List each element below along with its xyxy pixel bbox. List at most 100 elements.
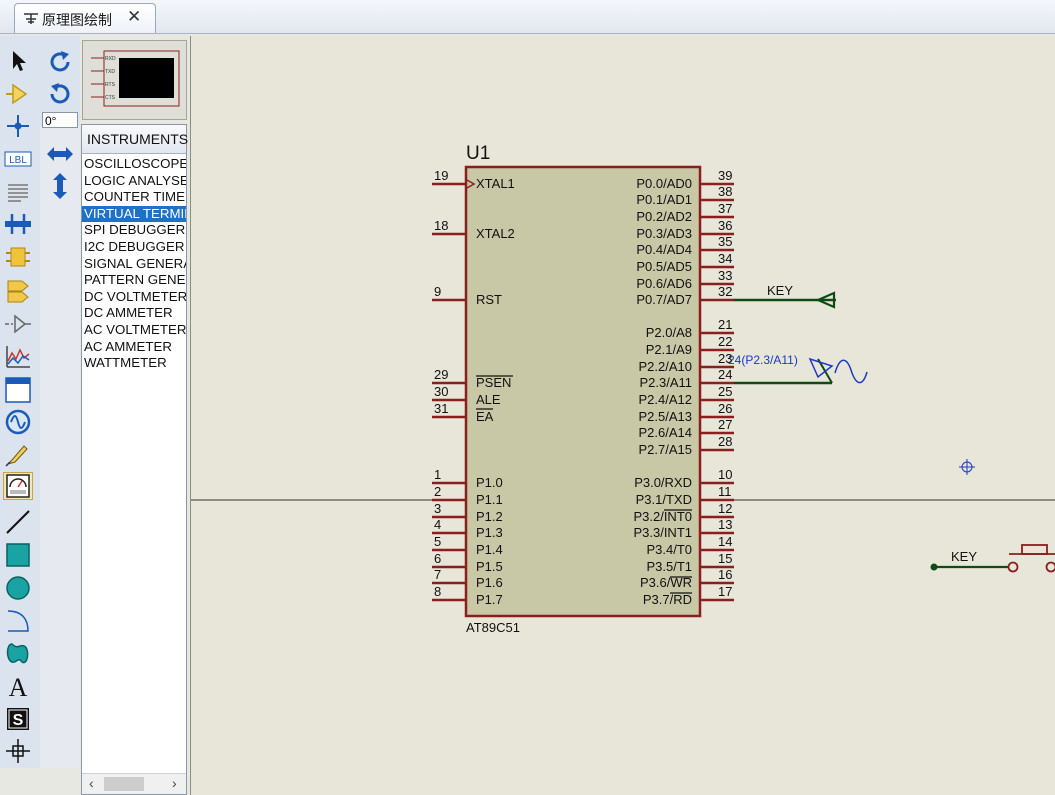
target-crosshair-icon <box>959 459 975 475</box>
text-tool-icon[interactable]: A <box>3 672 33 700</box>
instrument-ac-voltmeter[interactable]: AC VOLTMETER <box>84 321 186 337</box>
pin-number: 21 <box>718 317 732 332</box>
pin-name: P2.4/A12 <box>639 392 693 407</box>
pin-number: 30 <box>434 384 448 399</box>
rotate-clockwise-icon[interactable] <box>45 48 75 76</box>
tape-recorder-icon[interactable] <box>3 376 33 404</box>
pin-name: P3.7/RD <box>643 592 692 607</box>
key-net-label: KEY <box>767 283 793 298</box>
toolbar-filler <box>40 126 80 768</box>
instrument-i2c-debugger[interactable]: I2C DEBUGGER <box>84 238 185 254</box>
arc-tool-icon[interactable] <box>3 607 33 635</box>
device-pins-icon[interactable] <box>3 310 33 338</box>
sine-probe-icon <box>834 359 868 384</box>
preview-pin-cts: CTS <box>105 95 116 101</box>
instrument-dc-voltmeter[interactable]: DC VOLTMETER <box>84 288 186 304</box>
terminals-icon[interactable] <box>3 277 33 305</box>
subcircuit-icon[interactable] <box>3 243 33 271</box>
key-push-button[interactable] <box>930 544 1055 573</box>
component-part-name: AT89C51 <box>466 620 520 635</box>
generator-icon[interactable] <box>3 408 33 436</box>
pin-name: P2.2/A10 <box>639 359 693 374</box>
pin-name: XTAL2 <box>476 226 515 241</box>
pin-name: P1.0 <box>476 475 503 490</box>
instrument-spi-debugger[interactable]: SPI DEBUGGER <box>84 222 186 238</box>
pin-number: 7 <box>434 567 441 582</box>
instrument-ac-ammeter[interactable]: AC AMMETER <box>84 338 172 354</box>
tab-schematic-capture[interactable]: 原理图绘制 ✕ <box>14 3 156 33</box>
virtual-terminal-preview: RXD TXD RTS CTS <box>91 50 180 107</box>
pin-number: 22 <box>718 334 732 349</box>
device-preview: RXD TXD RTS CTS <box>82 40 187 120</box>
pin-number: 25 <box>718 384 732 399</box>
pin-number: 5 <box>434 534 441 549</box>
pin-number: 6 <box>434 551 441 566</box>
instrument-oscilloscope[interactable]: OSCILLOSCOPE <box>84 156 186 171</box>
text-script-icon[interactable] <box>3 178 33 206</box>
pin-number: 3 <box>434 501 441 516</box>
instruments-header: INSTRUMENTS <box>82 125 188 154</box>
symbol-tool-icon[interactable]: S <box>3 705 33 733</box>
path-tool-icon[interactable] <box>3 640 33 668</box>
rotation-angle-field[interactable]: 0° <box>42 112 78 128</box>
pin-name: P2.0/A8 <box>646 325 692 340</box>
junction-dot-icon[interactable] <box>3 112 33 140</box>
virtual-instruments-icon[interactable] <box>3 472 33 500</box>
voltage-probe-icon[interactable] <box>3 440 33 468</box>
buses-icon[interactable] <box>3 210 33 238</box>
component-icon[interactable] <box>3 80 33 108</box>
box-tool-icon[interactable] <box>3 541 33 569</box>
instrument-signal-generator[interactable]: SIGNAL GENERATOR <box>84 255 186 271</box>
instrument-dc-ammeter[interactable]: DC AMMETER <box>84 305 173 321</box>
pin-name: P0.4/AD4 <box>636 242 692 257</box>
pin-number: 36 <box>718 218 732 233</box>
pin-name: P0.0/AD0 <box>636 176 692 191</box>
selection-arrow-icon[interactable] <box>3 47 33 75</box>
scroll-left-icon[interactable]: ‹ <box>89 775 94 791</box>
pin-name: PSEN <box>476 375 511 390</box>
wire-label-icon[interactable]: LBL <box>3 145 33 173</box>
pin-name: P3.0/RXD <box>634 475 692 490</box>
pin-number: 31 <box>434 401 448 416</box>
marker-tool-icon[interactable] <box>3 737 33 765</box>
mirror-vertical-icon[interactable] <box>45 172 75 200</box>
scroll-right-icon[interactable]: › <box>172 775 177 791</box>
instrument-logic-analyser[interactable]: LOGIC ANALYSER <box>84 172 186 188</box>
pin-name: ALE <box>476 392 501 407</box>
line-tool-icon[interactable] <box>3 508 33 536</box>
instrument-virtual-terminal[interactable]: VIRTUAL TERMINAL <box>82 205 186 223</box>
horizontal-scrollbar[interactable]: ‹ › <box>82 773 186 794</box>
component-reference: U1 <box>466 143 490 164</box>
schematic-canvas[interactable]: U1 AT89C51 KEY 24(P2.3/A11) <box>190 36 1055 795</box>
pin-number: 27 <box>718 417 732 432</box>
pin-name: P0.6/AD6 <box>636 276 692 291</box>
preview-pin-rts: RTS <box>105 82 116 88</box>
pin-name: P2.5/A13 <box>639 409 693 424</box>
pin-number: 2 <box>434 484 441 499</box>
instrument-counter-timer[interactable]: COUNTER TIMER <box>84 189 186 205</box>
circle-tool-icon[interactable] <box>3 574 33 602</box>
at89c51-body[interactable] <box>464 165 702 618</box>
pin-name: P1.7 <box>476 592 503 607</box>
pin-name: P1.6 <box>476 575 503 590</box>
pin-name: P3.3/INT1 <box>633 525 692 540</box>
instrument-wattmeter[interactable]: WATTMETER <box>84 355 167 371</box>
pin-name: P2.3/A11 <box>639 375 692 390</box>
button-label: KEY <box>951 549 977 564</box>
mirror-horizontal-icon[interactable] <box>45 140 75 168</box>
pin-number: 18 <box>434 218 448 233</box>
probe-marker[interactable] <box>808 357 834 379</box>
graph-icon[interactable] <box>3 343 33 371</box>
close-icon[interactable]: ✕ <box>127 7 142 26</box>
key-net-terminal[interactable] <box>815 291 836 309</box>
pin-name: P0.7/AD7 <box>636 292 692 307</box>
pin-number: 29 <box>434 367 448 382</box>
pin-number: 16 <box>718 567 732 582</box>
instrument-pattern-generator[interactable]: PATTERN GENERATOR <box>84 272 186 288</box>
pin-number: 19 <box>434 168 448 183</box>
pin-name: P2.1/A9 <box>646 342 692 357</box>
pin-name: P3.6/WR <box>640 575 692 590</box>
rotate-anticlockwise-icon[interactable] <box>45 80 75 108</box>
scroll-thumb[interactable] <box>104 777 144 791</box>
pin-name: P3.5/T1 <box>646 559 692 574</box>
